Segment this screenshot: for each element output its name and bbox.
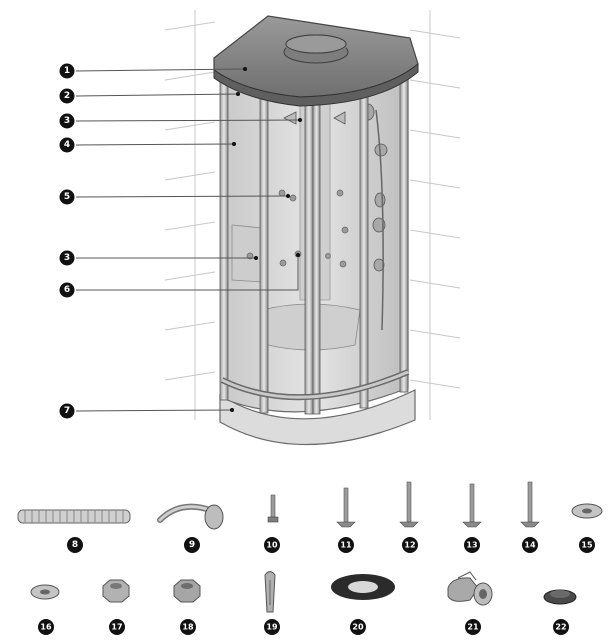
callout-4: 4 — [59, 137, 75, 153]
svg-text:17: 17 — [111, 623, 122, 632]
callout-5: 5 — [59, 189, 75, 205]
part-label-9: 9 — [184, 537, 200, 553]
part-washer-15 — [571, 503, 603, 519]
shower-tray — [219, 389, 416, 446]
svg-text:3: 3 — [64, 253, 70, 263]
svg-text:15: 15 — [581, 541, 593, 550]
part-screw-11 — [336, 487, 356, 528]
svg-text:21: 21 — [467, 623, 479, 632]
callout-7: 7 — [59, 403, 75, 419]
part-small-screw — [267, 494, 279, 523]
part-washer-16 — [30, 584, 60, 600]
part-label-8: 8 — [67, 537, 83, 553]
svg-text:4: 4 — [64, 140, 70, 150]
callout-3: 3 — [59, 113, 75, 129]
svg-text:10: 10 — [266, 541, 278, 550]
frame-uprights — [219, 69, 410, 415]
part-label-12: 12 — [402, 537, 418, 553]
part-label-16: 16 — [38, 619, 54, 635]
part-elbow-fitting — [447, 571, 493, 606]
massage-jets — [246, 189, 349, 268]
part-label-10: 10 — [264, 537, 280, 553]
callout-2: 2 — [59, 88, 75, 104]
part-hex-nut-18 — [173, 579, 201, 603]
part-label-19: 19 — [264, 619, 280, 635]
svg-text:14: 14 — [524, 541, 536, 550]
svg-text:5: 5 — [64, 192, 70, 202]
svg-text:12: 12 — [404, 541, 415, 550]
roof-panel — [213, 15, 419, 107]
svg-text:9: 9 — [189, 540, 195, 550]
svg-text:18: 18 — [182, 623, 194, 632]
part-label-15: 15 — [579, 537, 595, 553]
part-label-18: 18 — [180, 619, 196, 635]
leader-dots — [230, 67, 302, 412]
part-screw-12 — [399, 481, 419, 528]
part-label-14: 14 — [522, 537, 538, 553]
svg-text:13: 13 — [466, 541, 477, 550]
svg-text:7: 7 — [64, 406, 70, 416]
part-drain-hose — [17, 509, 131, 524]
part-hex-nut-17 — [102, 579, 130, 603]
svg-text:11: 11 — [340, 541, 352, 550]
part-label-20: 20 — [350, 619, 366, 635]
callout-3b: 3 — [59, 250, 75, 266]
part-label-22: 22 — [553, 619, 569, 635]
part-screw-13 — [462, 483, 482, 528]
part-label-13: 13 — [464, 537, 480, 553]
part-screw-14 — [520, 481, 540, 528]
svg-text:8: 8 — [72, 540, 78, 550]
part-rubber-ring — [331, 574, 395, 600]
svg-text:16: 16 — [40, 623, 52, 632]
svg-text:2: 2 — [64, 91, 70, 101]
part-hand-shower — [157, 503, 224, 530]
svg-text:3: 3 — [64, 116, 70, 126]
callout-6: 6 — [59, 282, 75, 298]
svg-text:1: 1 — [64, 66, 70, 76]
svg-text:20: 20 — [352, 623, 364, 632]
part-label-17: 17 — [109, 619, 125, 635]
part-wall-plug — [264, 571, 276, 613]
part-label-21: 21 — [465, 619, 481, 635]
part-label-11: 11 — [338, 537, 354, 553]
callout-1: 1 — [59, 63, 75, 79]
svg-text:22: 22 — [555, 623, 566, 632]
part-rubber-cap — [543, 589, 577, 605]
leader-lines — [75, 68, 301, 412]
svg-text:6: 6 — [64, 285, 70, 295]
svg-text:19: 19 — [266, 623, 278, 632]
